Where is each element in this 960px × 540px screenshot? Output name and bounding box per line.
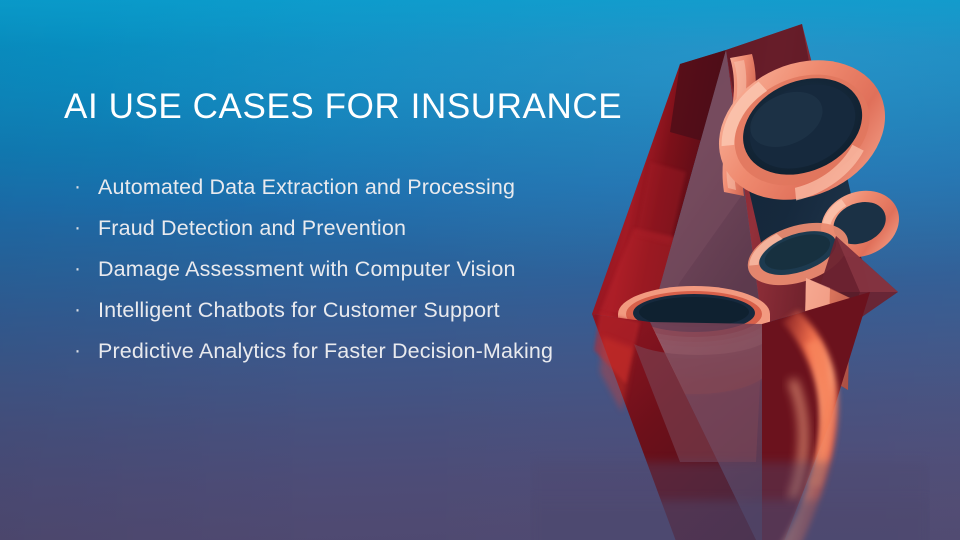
torus-ring-small-right <box>821 190 899 258</box>
lower-diamond-body <box>592 292 870 540</box>
list-item-label: Fraud Detection and Prevention <box>98 216 407 240</box>
bullet-marker-icon: · <box>74 175 81 198</box>
bullet-marker-icon: · <box>74 216 81 239</box>
list-item-label: Intelligent Chatbots for Customer Suppor… <box>98 298 500 322</box>
center-cylinder-ring <box>618 286 770 394</box>
torus-ring-top <box>718 60 886 201</box>
torus-ring-mid <box>747 222 849 286</box>
background-top-band <box>0 0 960 46</box>
bullet-list: · Automated Data Extraction and Processi… <box>70 172 570 377</box>
bullet-marker-icon: · <box>74 257 81 280</box>
list-item-label: Predictive Analytics for Faster Decision… <box>98 339 554 363</box>
abstract-3d-diamond-sculpture <box>530 0 930 540</box>
bullet-marker-icon: · <box>74 298 81 321</box>
list-item: · Fraud Detection and Prevention <box>70 213 570 243</box>
list-item: · Predictive Analytics for Faster Decisi… <box>70 336 570 366</box>
arch-right-slab <box>726 24 870 324</box>
list-item: · Damage Assessment with Computer Vision <box>70 254 570 284</box>
list-item-label: Automated Data Extraction and Processing <box>98 175 516 199</box>
coral-slab-right <box>804 278 850 390</box>
list-item-label: Damage Assessment with Computer Vision <box>98 257 516 281</box>
bullet-marker-icon: · <box>74 339 81 362</box>
navy-band-upper <box>742 128 860 264</box>
coral-swoosh-upper <box>722 54 756 196</box>
left-facet-highlight <box>594 312 640 412</box>
list-item: · Automated Data Extraction and Processi… <box>70 172 570 202</box>
list-item: · Intelligent Chatbots for Customer Supp… <box>70 295 570 325</box>
page-title: AI USE CASES FOR INSURANCE <box>64 87 623 126</box>
right-wedge-tip <box>818 236 898 328</box>
caustic-highlights <box>782 310 839 540</box>
